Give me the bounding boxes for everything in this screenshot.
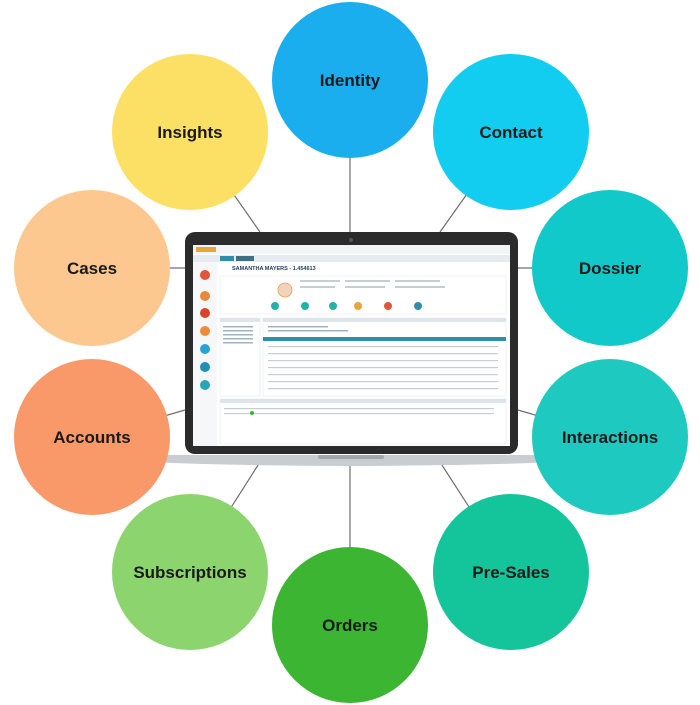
node-circle-subscriptions <box>112 494 268 650</box>
node-label-subscriptions: Subscriptions <box>133 563 246 582</box>
text-line <box>395 286 445 288</box>
main-panel <box>262 317 507 397</box>
capability-nodes: IdentityContactDossierInteractionsPre-Sa… <box>14 2 688 703</box>
table-line <box>224 408 494 410</box>
node-label-contact: Contact <box>479 123 543 142</box>
text-line <box>268 330 348 332</box>
node-circle-contact <box>433 54 589 210</box>
table-line <box>268 388 498 390</box>
text-line <box>300 286 335 288</box>
text-line <box>223 330 253 332</box>
accounts-panel <box>219 317 261 397</box>
table-line <box>268 360 498 362</box>
laptop-base <box>143 455 560 466</box>
main-toolbar <box>263 337 506 341</box>
node-label-dossier: Dossier <box>579 259 642 278</box>
node-circle-accounts <box>14 359 170 515</box>
laptop-notch <box>318 455 384 459</box>
laptop-illustration: SAMANTHA MAYERS - 1.454613 <box>143 232 560 466</box>
text-line <box>223 326 253 328</box>
node-circle-cases <box>14 190 170 346</box>
text-line <box>345 286 385 288</box>
identity-panel <box>219 275 507 315</box>
table-line <box>268 374 498 376</box>
node-circle-interactions <box>532 359 688 515</box>
customer-avatar <box>277 282 293 298</box>
app-topbar <box>193 245 510 254</box>
node-circle-identity <box>272 2 428 158</box>
app-tab <box>236 256 254 261</box>
node-label-interactions: Interactions <box>562 428 658 447</box>
kpi-icon <box>414 302 422 310</box>
text-line <box>268 326 328 328</box>
node-label-cases: Cases <box>67 259 117 278</box>
kpi-icon <box>301 302 309 310</box>
node-label-accounts: Accounts <box>53 428 130 447</box>
camera-dot <box>349 238 353 242</box>
panel-header <box>263 318 506 322</box>
panel-header <box>220 399 506 403</box>
node-label-pre-sales: Pre-Sales <box>472 563 550 582</box>
table-line <box>268 346 498 348</box>
table-line <box>268 367 498 369</box>
bottom-panel <box>219 398 507 445</box>
kpi-icon <box>384 302 392 310</box>
app-logo <box>196 247 216 252</box>
kpi-icon <box>354 302 362 310</box>
rail-icon <box>200 344 210 354</box>
app-tab-active <box>220 256 234 261</box>
rail-icon <box>200 326 210 336</box>
rail-icon <box>200 362 210 372</box>
text-line <box>223 338 253 340</box>
text-line <box>300 280 340 282</box>
rail-icon <box>200 270 210 280</box>
node-label-insights: Insights <box>157 123 222 142</box>
text-line <box>395 280 440 282</box>
panel-header <box>220 318 260 322</box>
kpi-icon <box>329 302 337 310</box>
rail-icon <box>200 380 210 390</box>
screen-app: SAMANTHA MAYERS - 1.454613 <box>193 245 510 446</box>
text-line <box>223 334 253 336</box>
node-label-identity: Identity <box>320 71 381 90</box>
node-circle-insights <box>112 54 268 210</box>
node-circle-orders <box>272 547 428 703</box>
node-circle-dossier <box>532 190 688 346</box>
status-dot <box>250 411 254 415</box>
node-label-orders: Orders <box>322 616 378 635</box>
table-line <box>224 413 494 415</box>
customer-name: SAMANTHA MAYERS - 1.454613 <box>232 266 316 272</box>
node-circle-pre-sales <box>433 494 589 650</box>
text-line <box>345 280 390 282</box>
kpi-icon <box>271 302 279 310</box>
rail-icon <box>200 291 210 301</box>
rail-icon <box>200 308 210 318</box>
app-tabbar <box>193 255 510 262</box>
table-line <box>268 353 498 355</box>
text-line <box>223 342 253 344</box>
table-line <box>268 381 498 383</box>
